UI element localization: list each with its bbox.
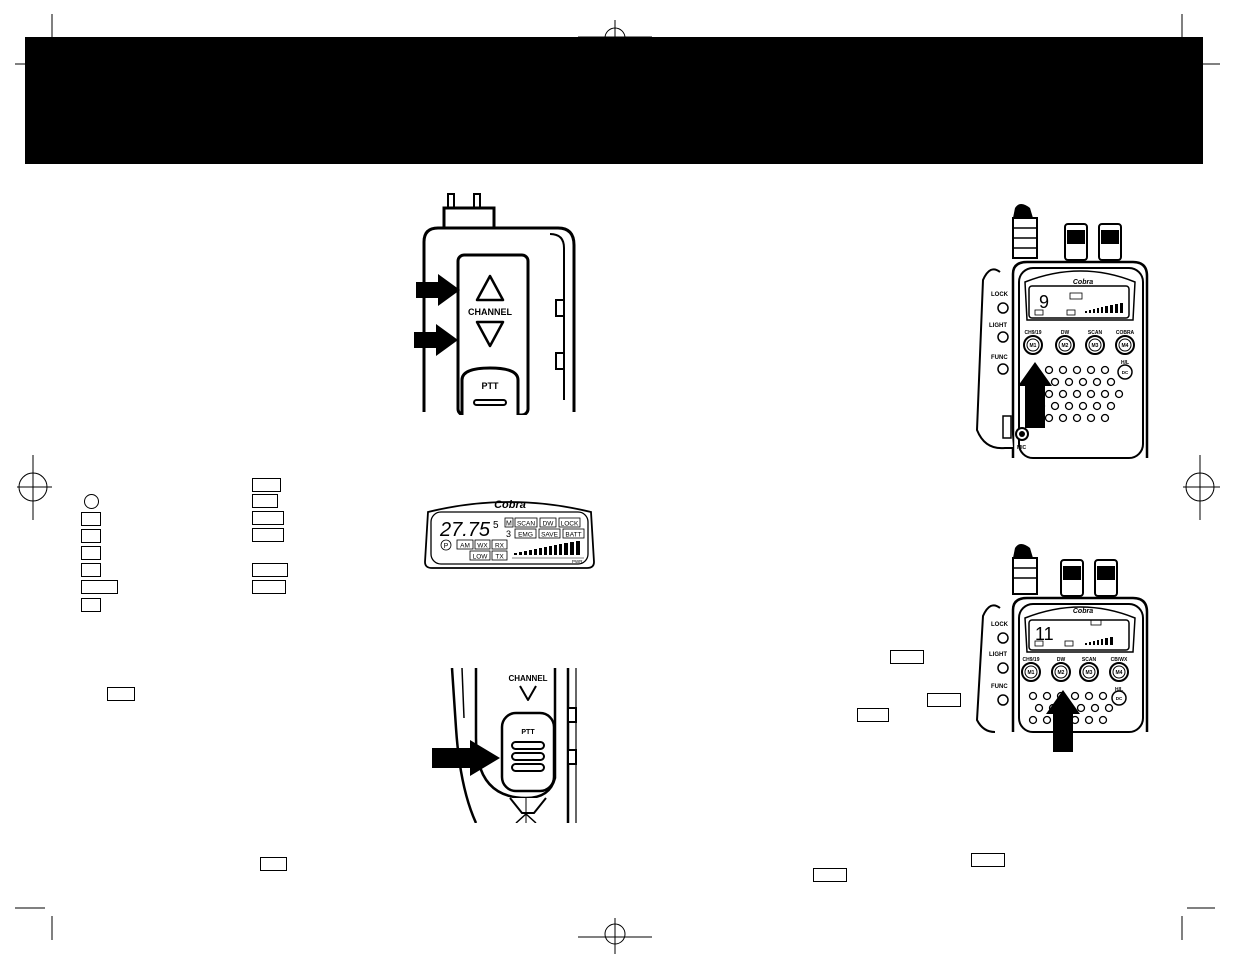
ptt-label: PTT [482,381,500,391]
lcd-low: LOW [473,554,489,561]
inline-symbol-box [81,546,101,560]
inline-symbol-box [890,650,924,664]
figure-radio-top: Cobra 9 LOCK LIGHT FUNC CH9/19 DW SCAN C… [975,204,1149,459]
lcd-batt: BATT [565,532,581,539]
button-caption: DW [1057,657,1066,663]
lcd-am: AM [460,543,470,550]
channel-label: CHANNEL [508,674,547,683]
radio-channel-number: 9 [1039,292,1049,312]
lcd-wx: WX [477,543,488,550]
memory-button-label: M4 [1122,343,1129,349]
dc-label: DC [1122,370,1129,375]
button-caption: CH9/19 [1025,330,1042,336]
lcd-brand: Cobra [494,499,526,511]
side-label-lock: LOCK [991,622,1009,628]
figure-radio-bottom: Cobra 11 LOCK LIGHT FUNC CH9/19 DW SCAN … [975,544,1149,752]
memory-button-label: M3 [1086,670,1093,676]
inline-symbol-box [81,529,101,543]
inline-symbol-box [81,563,101,577]
lcd-frequency-sub: 5 [493,520,499,531]
lcd-small-digit: 3 [506,529,511,539]
arrow-up-icon [1018,362,1052,428]
signal-meter-icon [514,541,580,555]
inline-symbol-box [252,511,284,525]
inline-symbol-box [857,708,889,722]
radio-channel-number: 11 [1035,624,1054,644]
side-label-light: LIGHT [989,323,1007,329]
memory-button-label: M2 [1058,670,1065,676]
dc-label: DC [1116,696,1123,701]
inline-symbol-box [252,494,278,508]
arrow-up-icon [1046,690,1080,752]
inline-symbol-box [260,857,287,871]
mic-label: MIC [1017,445,1027,451]
lcd-dw: DW [543,521,555,528]
figure-channel-buttons: CHANNEL PTT [414,193,576,415]
hl-label: H/L [1115,687,1123,693]
side-label-func: FUNC [991,355,1008,361]
button-caption: SCAN [1088,330,1103,336]
lcd-pwr: PWR [572,559,583,564]
button-caption: DW [1061,330,1070,336]
memory-button-label: M3 [1092,343,1099,349]
circle-symbol [84,494,99,509]
lcd-lock: LOCK [561,521,579,528]
inline-symbol-box [81,512,101,526]
button-caption: CB/WX [1111,657,1128,663]
header-band [25,37,1203,164]
arrow-icon [416,274,460,306]
inline-symbol-box [252,580,286,594]
lcd-scan: SCAN [517,521,535,528]
memory-button-label: M4 [1116,670,1123,676]
side-label-func: FUNC [991,684,1008,690]
lcd-rx: RX [495,543,505,550]
inline-symbol-box [252,528,284,542]
inline-symbol-box [252,478,281,492]
lcd-save: SAVE [541,532,559,539]
channel-label: CHANNEL [468,307,513,317]
lcd-m: M [506,521,512,528]
inline-symbol-box [107,687,135,701]
radio-brand: Cobra [1073,279,1093,286]
lcd-emg: EMG [518,532,533,539]
inline-symbol-box [813,868,847,882]
side-label-light: LIGHT [989,652,1007,658]
figure-lcd-display: Cobra 27.75 5 M 3 SCAN DW LOCK EMG SAVE … [424,499,595,569]
side-label-lock: LOCK [991,292,1009,298]
lcd-p: P [444,543,449,550]
button-caption: SCAN [1082,657,1097,663]
lcd-frequency: 27.75 [439,519,491,541]
inline-symbol-box [252,563,288,577]
memory-button-label: M2 [1062,343,1069,349]
arrow-icon [414,324,458,356]
button-caption: COBRA [1116,330,1135,336]
figure-ptt-button: CHANNEL PTT [432,668,577,823]
memory-button-label: M1 [1030,343,1037,349]
inline-symbol-box [927,693,961,707]
memory-button-label: M1 [1028,670,1035,676]
ptt-label: PTT [521,729,535,736]
inline-symbol-box [971,853,1005,867]
arrow-icon [432,740,500,776]
lcd-tx: TX [495,554,504,561]
inline-symbol-box [81,580,118,594]
hl-label: H/L [1121,360,1129,366]
button-caption: CH9/19 [1023,657,1040,663]
radio-brand: Cobra [1073,608,1093,615]
inline-symbol-box [81,598,101,612]
